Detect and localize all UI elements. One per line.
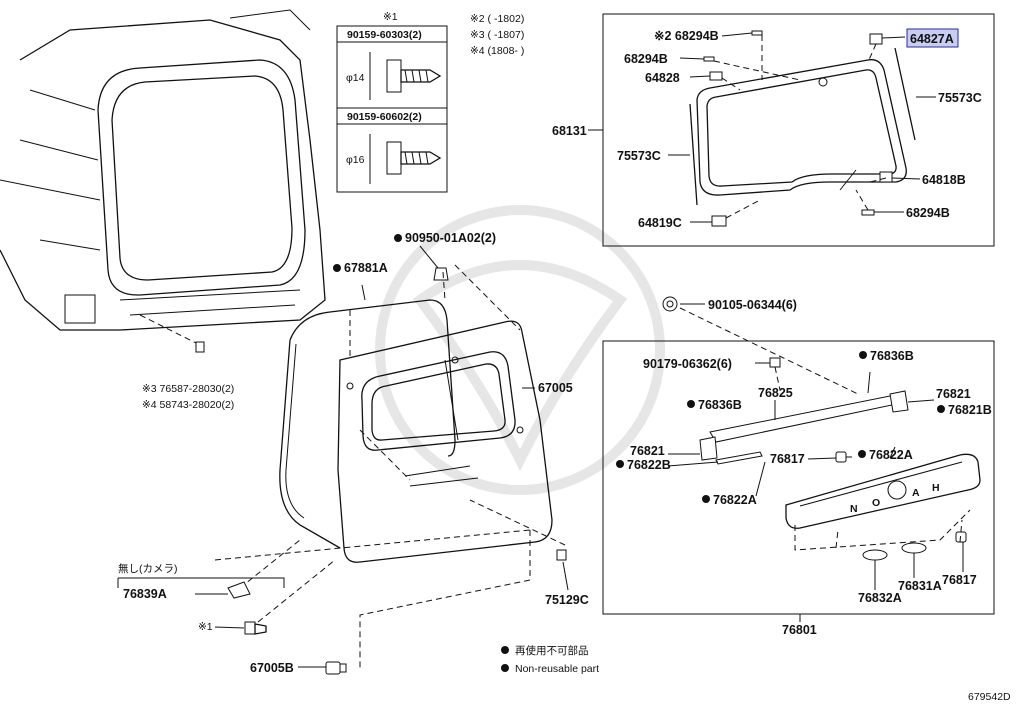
back-door-panel — [337, 320, 553, 563]
emblem-76832A — [862, 549, 888, 561]
clip-note-a: ※3 76587-28030(2) — [142, 383, 234, 395]
legend-jp: 再使用不可部品 — [515, 644, 589, 657]
bolt-table-note: ※1 — [383, 11, 398, 23]
legend-en: Non-reusable part — [515, 663, 599, 675]
clip-76817-top — [835, 451, 852, 463]
label-90179: 90179-06362(6) — [643, 357, 732, 371]
bolt-2-part: 90159-60602(2) — [347, 111, 422, 123]
stopper-75129C — [556, 549, 567, 561]
moulding-left — [689, 103, 698, 206]
moulding-right — [894, 47, 916, 141]
label-star1: ※1 — [198, 621, 213, 633]
clip-64827A — [869, 33, 883, 45]
clip-64818B — [879, 171, 893, 183]
watermark-emblem — [375, 205, 665, 495]
note-2: ※2 ( -1802) — [470, 13, 524, 25]
clip-64819C — [711, 215, 727, 227]
legend-dot-en — [501, 664, 509, 672]
label-76821-left: 76821 — [630, 444, 665, 458]
label-75129C: 75129C — [545, 593, 589, 607]
clip-note-b: ※4 58743-28020(2) — [142, 399, 234, 411]
garnish-strip-76821-right — [889, 390, 909, 413]
label-76817-bottom: 76817 — [942, 573, 977, 587]
back-window-glass — [696, 59, 907, 196]
vehicle-body-illustration — [0, 9, 326, 353]
label-76822B: 76822B — [627, 458, 671, 472]
svg-text:N: N — [850, 503, 858, 515]
label-76836B-left: 76836B — [698, 398, 742, 412]
clip-90950 — [433, 267, 449, 281]
emblem-76831A — [901, 542, 927, 554]
stopper-67005B — [325, 661, 347, 675]
label-76801: 76801 — [782, 623, 817, 637]
svg-text:O: O — [872, 497, 880, 509]
label-76825: 76825 — [758, 386, 793, 400]
label-68131: 68131 — [552, 124, 587, 138]
label-64819C: 64819C — [638, 216, 682, 230]
bolt-1-dia: φ14 — [346, 72, 365, 84]
label-68294B-top: ※2 68294B — [654, 29, 719, 43]
bolt-90105 — [662, 296, 678, 312]
bolt-1-part: 90159-60303(2) — [347, 29, 422, 41]
label-76821-right: 76821 — [936, 387, 971, 401]
svg-text:H: H — [932, 482, 940, 494]
label-76822A-left: 76822A — [713, 493, 757, 507]
clip-68294B-mid — [703, 56, 715, 62]
highlighted-part-64827A[interactable] — [906, 28, 959, 48]
clip-64828 — [709, 71, 723, 81]
cover-76839A — [227, 581, 251, 599]
note-3: ※3 ( -1807) — [470, 29, 524, 41]
clip-68294B-top — [751, 30, 763, 36]
note-4: ※4 (1808- ) — [470, 45, 524, 57]
tape-76822A — [715, 451, 763, 465]
diagram-id: 679542D — [968, 691, 1011, 703]
label-76821B-right: 76821B — [948, 403, 992, 417]
label-90105: 90105-06344(6) — [708, 298, 797, 312]
label-76817-top: 76817 — [770, 452, 805, 466]
bolt-table — [336, 25, 448, 193]
label-90950: 90950-01A02(2) — [405, 231, 496, 245]
clip-76817-bottom — [955, 531, 967, 543]
svg-text:A: A — [912, 487, 920, 499]
garnish-strip-76821-left — [699, 436, 718, 461]
label-67005: 67005 — [538, 381, 573, 395]
garnish-assembly-box — [602, 340, 995, 615]
bolt-2-dia: φ16 — [346, 154, 365, 166]
label-67005B: 67005B — [250, 661, 294, 675]
label-75573C-left: 75573C — [617, 149, 661, 163]
label-64818B: 64818B — [922, 173, 966, 187]
nut-90179 — [769, 357, 781, 368]
label-no-camera: 無し(カメラ) — [118, 562, 178, 575]
label-68294B-mid: 68294B — [624, 52, 668, 66]
label-76822A-right: 76822A — [869, 448, 913, 462]
label-76831A: 76831A — [898, 579, 942, 593]
weatherstrip-67881A — [279, 299, 456, 549]
label-75573C-right: 75573C — [938, 91, 982, 105]
label-76836B-right: 76836B — [870, 349, 914, 363]
label-64828: 64828 — [645, 71, 680, 85]
garnish-76801: N O A H — [785, 453, 981, 529]
label-76832A: 76832A — [858, 591, 902, 605]
label-64827A[interactable]: 64827A — [910, 32, 954, 46]
label-68294B-bottom: 68294B — [906, 206, 950, 220]
legend-dot-jp — [501, 646, 509, 654]
clip-68294B-bottom — [861, 209, 875, 216]
bolt-star1 — [244, 621, 267, 635]
label-76839A: 76839A — [123, 587, 167, 601]
label-67881A: 67881A — [344, 261, 388, 275]
